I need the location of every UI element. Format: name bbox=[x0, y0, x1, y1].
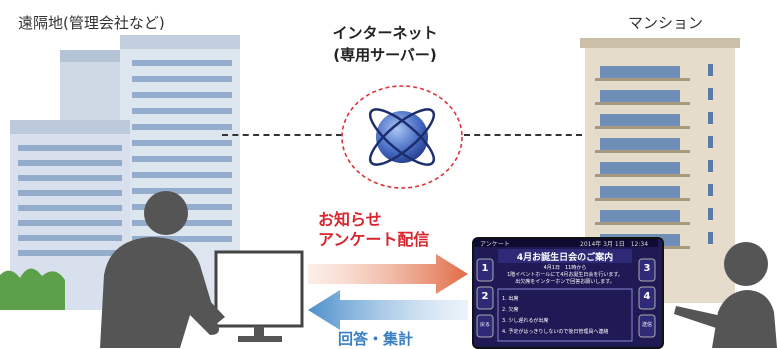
screen-body: 4月1日 11時から 1階イベントホールにて4月お誕生日会を行います。 出欠席を… bbox=[498, 265, 632, 286]
screen-options: 1. 出席 2. 欠席 3. 少し遅れるが出席 4. 予定がはっきりしないので後… bbox=[502, 294, 630, 338]
internet-globe-icon bbox=[341, 85, 463, 189]
screen-body-line1: 4月1日 11時から bbox=[543, 265, 587, 271]
screen-body-line3: 出欠席をインターホンで回答お願いします。 bbox=[515, 279, 615, 285]
screen-title: 4月お誕生日会のご案内 bbox=[516, 253, 614, 263]
notice-label-line1: お知らせ bbox=[318, 210, 382, 229]
screen-button-4[interactable]: 4 bbox=[643, 291, 651, 302]
screen-body-line2: 1階イベントホールにて4月お誕生日会を行います。 bbox=[507, 272, 623, 278]
delivery-arrow bbox=[308, 254, 468, 294]
screen-button-2[interactable]: 2 bbox=[481, 291, 489, 302]
internet-label: インターネット (専用サーバー) bbox=[305, 22, 465, 66]
intercom-screen-content bbox=[474, 239, 658, 342]
screen-send-button[interactable]: 送信 bbox=[641, 322, 652, 328]
screen-header-left: アンケート bbox=[480, 241, 510, 248]
internet-label-line1: インターネット bbox=[332, 24, 438, 42]
notice-label-line2: アンケート配信 bbox=[318, 230, 430, 249]
screen-button-3[interactable]: 3 bbox=[643, 263, 651, 274]
remote-site-label: 遠隔地(管理会社など) bbox=[18, 14, 165, 32]
screen-option-3: 3. 少し遅れるが出席 bbox=[502, 318, 549, 324]
connection-line-left bbox=[222, 134, 342, 136]
monitor bbox=[214, 250, 304, 342]
resident-person bbox=[674, 242, 777, 348]
connection-line-right bbox=[464, 134, 582, 136]
screen-option-2: 2. 欠席 bbox=[502, 307, 519, 313]
screen-option-1: 1. 出席 bbox=[502, 296, 519, 302]
screen-back-button[interactable]: 戻る bbox=[479, 322, 490, 328]
reply-arrow bbox=[308, 290, 468, 330]
screen-header-right: 2014年 3月 1日 12:34 bbox=[580, 241, 649, 248]
internet-label-line2: (専用サーバー) bbox=[333, 46, 437, 64]
operator-person bbox=[100, 191, 225, 348]
screen-button-1[interactable]: 1 bbox=[481, 263, 489, 274]
mansion-label: マンション bbox=[628, 14, 704, 32]
reply-label: 回答・集計 bbox=[338, 330, 414, 348]
notice-label: お知らせ アンケート配信 bbox=[318, 210, 429, 250]
screen-option-4: 4. 予定がはっきりしないので後日管理員へ連絡 bbox=[502, 329, 609, 335]
